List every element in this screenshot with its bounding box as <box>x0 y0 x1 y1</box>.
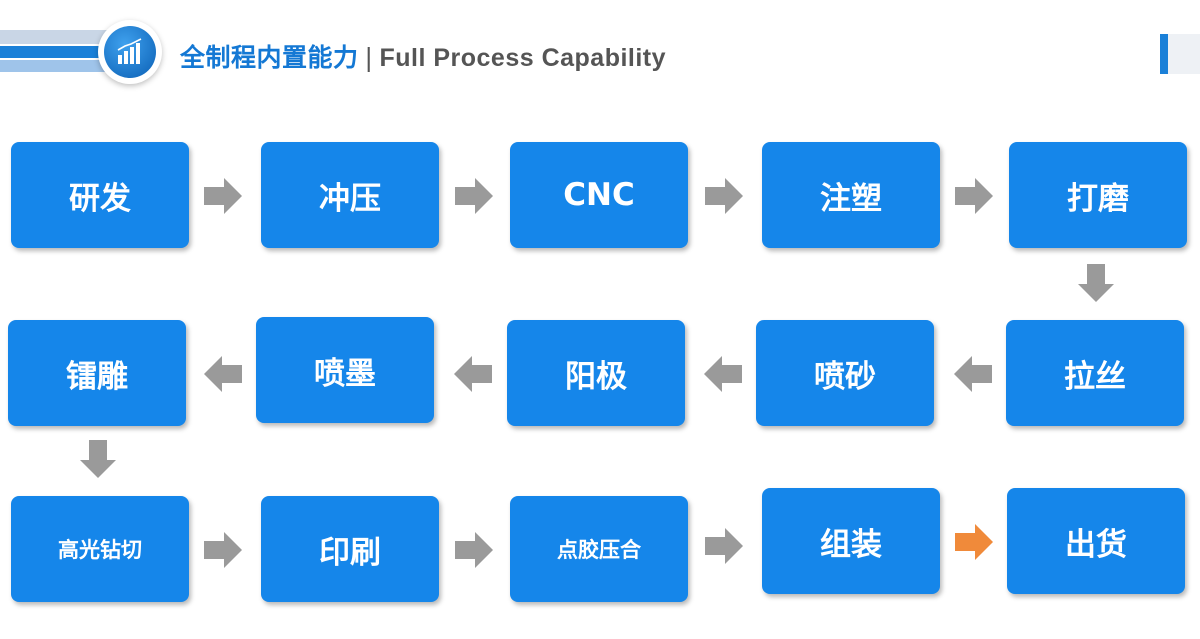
arrow-right-icon <box>705 178 743 214</box>
arrow-right-icon <box>455 532 493 568</box>
step-box-4: 注塑 <box>762 142 940 248</box>
arrow-right-icon <box>204 532 242 568</box>
step-label: 印刷 <box>319 534 381 571</box>
arrow-right-icon <box>705 528 743 564</box>
step-label: 拉丝 <box>1064 358 1126 395</box>
step-box-2: 冲压 <box>261 142 439 248</box>
arrow-right-icon <box>204 178 242 214</box>
step-box-8: 阳极 <box>507 320 685 426</box>
step-label: 研发 <box>69 180 131 217</box>
arrow-right-highlight-icon <box>955 524 993 560</box>
title-separator: | <box>364 43 374 72</box>
title-chinese: 全制程内置能力 <box>180 43 359 72</box>
step-label: 阳极 <box>565 358 627 395</box>
arrow-left-icon <box>704 356 742 392</box>
page-title: 全制程内置能力|Full Process Capability <box>180 38 666 74</box>
step-label: 点胶压合 <box>557 538 641 562</box>
step-label: 冲压 <box>319 180 381 217</box>
step-label: 喷砂 <box>814 358 876 395</box>
step-label: CNC <box>563 177 635 213</box>
bar-chart-icon <box>104 26 156 78</box>
step-label: 打磨 <box>1067 180 1129 217</box>
arrow-right-icon <box>455 178 493 214</box>
step-box-7: 喷砂 <box>756 320 934 426</box>
step-box-5: 打磨 <box>1009 142 1187 248</box>
arrow-right-icon <box>955 178 993 214</box>
arrow-down-icon <box>80 440 116 478</box>
step-box-13: 点胶压合 <box>510 496 688 602</box>
step-box-10: 镭雕 <box>8 320 186 426</box>
step-box-14: 组装 <box>762 488 940 594</box>
step-label: 镭雕 <box>66 358 128 395</box>
arrow-left-icon <box>954 356 992 392</box>
step-label: 组装 <box>820 526 882 563</box>
step-label: 喷墨 <box>314 355 376 392</box>
step-box-15: 出货 <box>1007 488 1185 594</box>
step-box-11: 高光钻切 <box>11 496 189 602</box>
step-label: 出货 <box>1065 526 1127 563</box>
arrow-down-icon <box>1078 264 1114 302</box>
step-label: 注塑 <box>820 180 882 217</box>
step-box-6: 拉丝 <box>1006 320 1184 426</box>
step-box-12: 印刷 <box>261 496 439 602</box>
logo-badge <box>98 20 162 84</box>
step-box-3: CNC <box>510 142 688 248</box>
arrow-left-icon <box>204 356 242 392</box>
title-english: Full Process Capability <box>379 44 667 72</box>
corner-accent <box>1160 34 1200 74</box>
step-label: 高光钻切 <box>58 538 142 562</box>
step-box-1: 研发 <box>11 142 189 248</box>
arrow-left-icon <box>454 356 492 392</box>
step-box-9: 喷墨 <box>256 317 434 423</box>
